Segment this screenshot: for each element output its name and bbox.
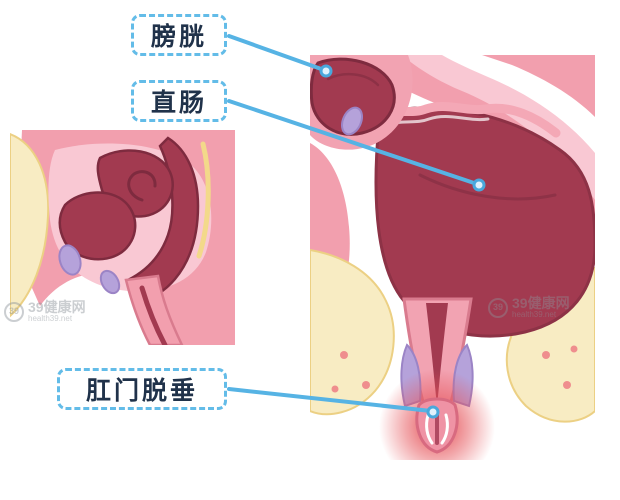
bladder-label-text: 膀胱 (150, 23, 207, 51)
uterus-spiral-line (127, 170, 157, 202)
watermark-logo-icon: 39 (4, 301, 24, 322)
tissue-band-inner (482, 55, 595, 117)
callout-rectum-label: 直肠 (131, 80, 227, 122)
callout-bladder-label: 膀胱 (131, 14, 227, 56)
right-anatomy-group (310, 55, 595, 460)
fat-left-shape (310, 248, 395, 416)
canal-small-line (139, 285, 168, 345)
watermark-name: 39健康网 (512, 295, 570, 311)
bladder-small-shape (58, 191, 137, 261)
canal-inner-shape (426, 303, 448, 407)
watermark-domain: health39.net (512, 309, 557, 319)
left-anatomy-group (10, 130, 235, 345)
muscle-purple-shape (58, 244, 82, 276)
prolapse-highlight-right (440, 413, 449, 445)
rectum-label-text: 直肠 (150, 89, 207, 117)
callout-prolapse-label: 肛门脱垂 (57, 368, 227, 410)
watermark-name: 39健康网 (28, 299, 86, 315)
right-anatomy-illustration (310, 55, 595, 460)
watermark: 39 39健康网 health39.net (4, 300, 86, 323)
watermark: 39 39健康网 health39.net (488, 296, 570, 319)
canal-small-shape (124, 274, 184, 345)
fat-strip-shape (10, 132, 50, 318)
left-anatomy-illustration (10, 130, 235, 345)
fat-line-shape (196, 141, 211, 259)
muscle-purple-shape (99, 269, 121, 295)
watermark-logo-icon: 39 (488, 297, 508, 318)
watermark-domain: health39.net (28, 313, 73, 323)
prolapse-label-text: 肛门脱垂 (85, 377, 198, 405)
